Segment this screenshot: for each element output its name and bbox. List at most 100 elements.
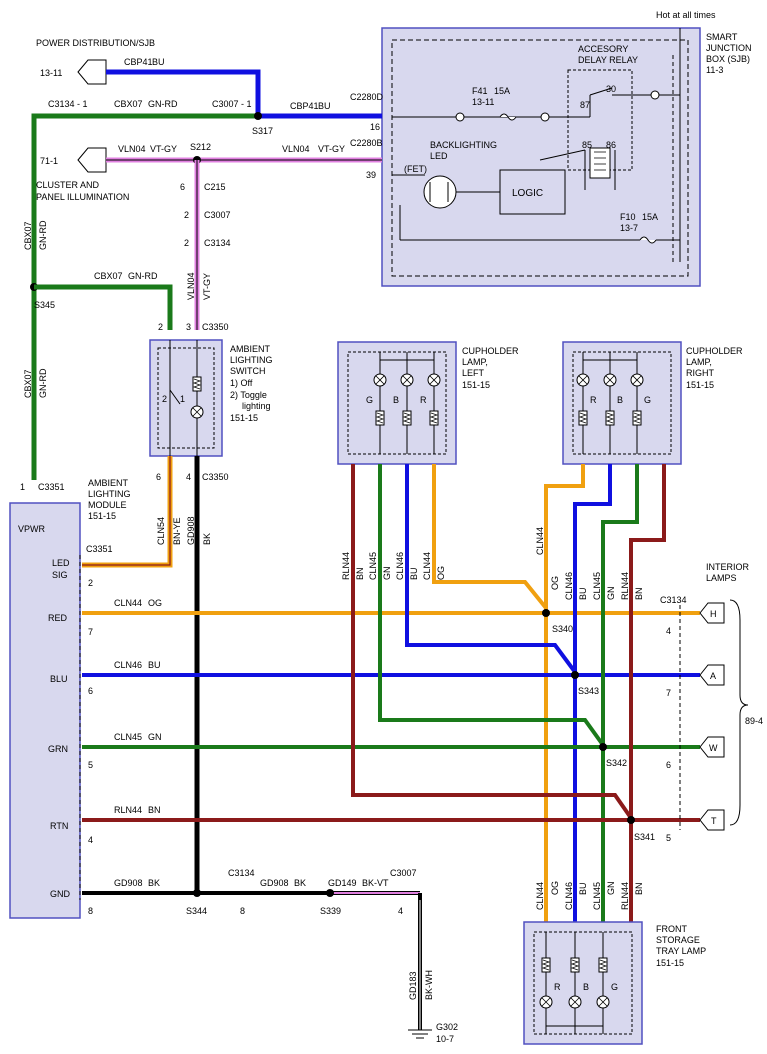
svg-text:GN: GN [606, 882, 616, 896]
svg-text:CLN44: CLN44 [114, 598, 142, 608]
svg-text:R: R [590, 395, 597, 405]
svg-text:BK: BK [148, 878, 160, 888]
connector-pointer-icon [699, 602, 725, 624]
svg-text:S340: S340 [552, 624, 573, 634]
svg-text:BN: BN [148, 805, 161, 815]
svg-text:30: 30 [606, 84, 616, 94]
svg-text:6: 6 [666, 760, 671, 770]
svg-text:BN-YE: BN-YE [172, 517, 182, 545]
svg-text:13-11: 13-11 [40, 68, 62, 78]
svg-text:1: 1 [20, 482, 25, 492]
svg-text:CLN44: CLN44 [535, 882, 545, 910]
svg-text:BK: BK [294, 878, 306, 888]
svg-text:GD908: GD908 [114, 878, 143, 888]
svg-text:PANEL ILLUMINATION: PANEL ILLUMINATION [36, 192, 129, 202]
svg-text:SIG: SIG [52, 570, 68, 580]
svg-text:C3351: C3351 [86, 544, 113, 554]
lamp-bulb-icon [630, 373, 644, 387]
svg-text:BU: BU [148, 660, 161, 670]
svg-text:GND: GND [50, 889, 71, 899]
svg-text:LEFT: LEFT [462, 368, 485, 378]
svg-text:CBX07: CBX07 [114, 99, 143, 109]
svg-text:GD149: GD149 [328, 878, 357, 888]
svg-text:B: B [583, 982, 589, 992]
svg-text:GN-RD: GN-RD [148, 99, 178, 109]
splice-dot-icon [193, 889, 201, 897]
svg-text:BACKLIGHTING: BACKLIGHTING [430, 140, 497, 150]
svg-text:GD183: GD183 [408, 971, 418, 1000]
svg-text:2: 2 [158, 322, 163, 332]
lamp-bulb-icon [190, 405, 204, 419]
svg-text:GD908: GD908 [186, 516, 196, 545]
splice-dot-icon [571, 671, 579, 679]
lamp-bulb-icon [576, 373, 590, 387]
svg-text:BN: BN [634, 882, 644, 895]
svg-text:7: 7 [88, 627, 93, 637]
svg-text:S344: S344 [186, 906, 207, 916]
resistor-icon [402, 410, 412, 426]
svg-text:39: 39 [366, 170, 376, 180]
resistor-icon [632, 410, 642, 426]
svg-text:BN: BN [634, 587, 644, 600]
svg-text:CBX07: CBX07 [94, 271, 123, 281]
svg-text:GN-RD: GN-RD [38, 220, 48, 250]
svg-text:CLUSTER AND: CLUSTER AND [36, 180, 100, 190]
connector-pointer-icon [699, 736, 725, 758]
svg-text:BLU: BLU [50, 674, 68, 684]
svg-text:CLN54: CLN54 [156, 517, 166, 545]
svg-text:LOGIC: LOGIC [512, 188, 543, 199]
svg-text:BU: BU [578, 882, 588, 895]
svg-text:C3134 - 1: C3134 - 1 [48, 99, 88, 109]
svg-text:151-15: 151-15 [230, 413, 258, 423]
svg-text:CLN46: CLN46 [114, 660, 142, 670]
svg-text:151-15: 151-15 [462, 380, 490, 390]
fuse-icon [499, 113, 517, 121]
ground-symbol-icon [408, 1029, 432, 1039]
svg-text:CLN45: CLN45 [592, 572, 602, 600]
svg-text:CUPHOLDER: CUPHOLDER [462, 346, 519, 356]
svg-text:GRN: GRN [48, 744, 68, 754]
svg-text:BU: BU [578, 587, 588, 600]
svg-text:S341: S341 [634, 832, 655, 842]
svg-text:MODULE: MODULE [88, 500, 127, 510]
svg-text:RLN44: RLN44 [620, 572, 630, 600]
svg-text:CBX07: CBX07 [23, 221, 33, 250]
svg-text:VPWR: VPWR [18, 524, 46, 534]
svg-text:6: 6 [88, 686, 93, 696]
svg-text:13-7: 13-7 [620, 223, 638, 233]
resistor-icon [429, 410, 439, 426]
svg-text:VT-GY: VT-GY [202, 273, 212, 300]
svg-text:CBX07: CBX07 [23, 369, 33, 398]
led-icon [423, 175, 457, 209]
svg-text:G: G [611, 982, 618, 992]
svg-text:11-3: 11-3 [706, 65, 723, 75]
svg-text:CLN44: CLN44 [422, 552, 432, 580]
svg-text:86: 86 [606, 140, 616, 150]
svg-text:S342: S342 [606, 758, 627, 768]
svg-text:151-15: 151-15 [656, 958, 684, 968]
svg-text:7: 7 [666, 688, 671, 698]
svg-text:GN: GN [382, 567, 392, 581]
svg-text:5: 5 [88, 760, 93, 770]
resistor-icon [375, 410, 385, 426]
svg-text:VT-GY: VT-GY [150, 144, 177, 154]
svg-text:LAMP,: LAMP, [462, 357, 488, 367]
svg-text:ACCESORY: ACCESORY [578, 44, 628, 54]
resistor-icon [570, 957, 580, 973]
connector-pointer-icon [77, 59, 107, 85]
svg-text:S345: S345 [34, 300, 55, 310]
svg-text:2: 2 [88, 578, 93, 588]
svg-text:RLN44: RLN44 [114, 805, 142, 815]
svg-text:2) Toggle: 2) Toggle [230, 390, 267, 400]
svg-text:89-4: 89-4 [745, 716, 763, 726]
svg-text:BU: BU [409, 567, 419, 580]
svg-text:71-1: 71-1 [40, 156, 58, 166]
svg-text:VLN04: VLN04 [186, 272, 196, 300]
svg-text:CLN44: CLN44 [535, 527, 545, 555]
splice-dot-icon [326, 889, 334, 897]
svg-text:W: W [709, 743, 718, 753]
svg-text:B: B [617, 395, 623, 405]
svg-text:R: R [420, 395, 427, 405]
svg-text:15A: 15A [494, 86, 510, 96]
